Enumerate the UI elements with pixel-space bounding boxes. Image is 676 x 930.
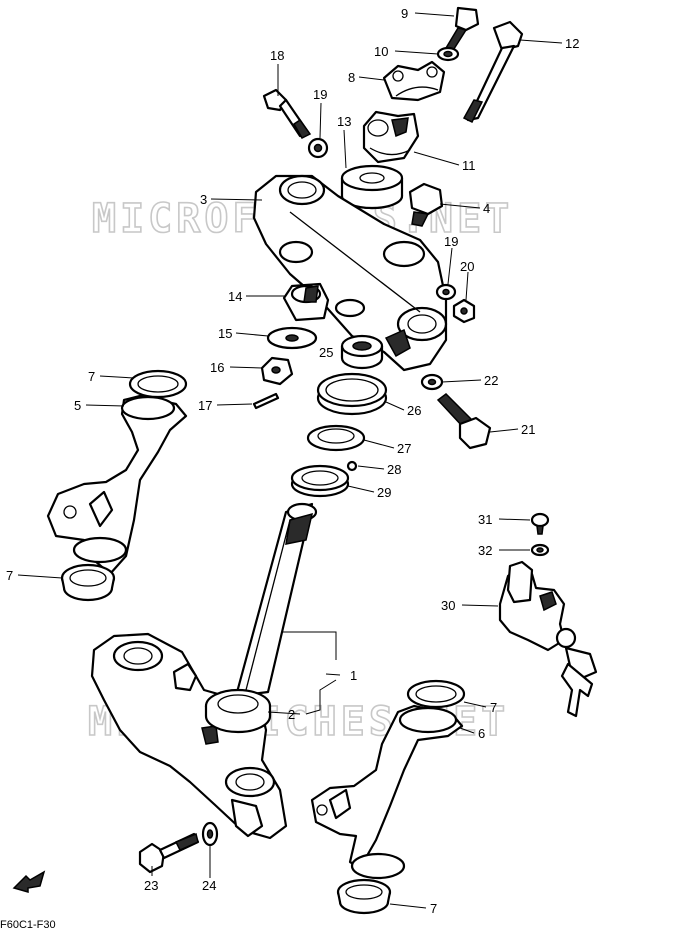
part-23-bolt (138, 832, 200, 874)
callout-28: 28 (387, 462, 401, 477)
part-19-washer-upper (307, 137, 329, 159)
part-12-long-bolt (462, 20, 524, 124)
callout-19-b: 19 (444, 234, 458, 249)
diagram-code: F60C1-F30 (0, 919, 56, 930)
part-7-cushion-upper-right (406, 679, 466, 709)
callout-3: 3 (200, 192, 207, 207)
part-6-right-fork-bracket (310, 704, 464, 880)
callout-1: 1 (350, 668, 357, 683)
part-17-cotter-pin (252, 392, 280, 410)
callout-8: 8 (348, 70, 355, 85)
part-20-nut (452, 298, 476, 324)
callout-7-d: 7 (430, 901, 437, 916)
part-26-dust-seal (316, 372, 388, 416)
callout-19: 19 (313, 87, 327, 102)
callout-14: 14 (228, 289, 242, 304)
callout-labels: 9 10 12 8 18 19 13 11 3 4 19 20 14 15 25… (6, 6, 579, 916)
callout-32: 32 (478, 543, 492, 558)
callout-7-b: 7 (6, 568, 13, 583)
part-28-steel-ball (346, 460, 358, 472)
part-27-bearing-race (306, 424, 366, 452)
callout-12: 12 (565, 36, 579, 51)
callout-21: 21 (521, 422, 535, 437)
callout-11: 11 (462, 158, 476, 173)
callout-6: 6 (478, 726, 485, 741)
part-7-cushion-lower-left (60, 563, 116, 602)
part-2-lower-bearing (204, 688, 272, 734)
callout-27: 27 (397, 441, 411, 456)
part-1-steering-stem-lower-bracket (90, 502, 318, 840)
callout-9: 9 (401, 6, 408, 21)
part-13-stem-nut (340, 164, 404, 210)
callout-26: 26 (407, 403, 421, 418)
callout-16: 16 (210, 360, 224, 375)
callout-2: 2 (288, 707, 295, 722)
part-29-bearing-race (290, 464, 350, 498)
part-18-bolt (262, 88, 312, 139)
part-30-steering-lock (498, 560, 598, 718)
part-14-damper-holder (282, 282, 330, 322)
leader-lines (17, 12, 563, 909)
callout-20: 20 (460, 259, 474, 274)
part-25-steering-nut (340, 334, 384, 370)
callout-31: 31 (478, 512, 492, 527)
callout-7-a: 7 (88, 369, 95, 384)
part-19-washer-lower (435, 283, 457, 301)
callout-22: 22 (484, 373, 498, 388)
callout-7-c: 7 (490, 700, 497, 715)
callout-23: 23 (144, 878, 158, 893)
callout-18: 18 (270, 48, 284, 63)
part-15-washer (266, 326, 318, 350)
part-7-cushion-lower-right (336, 878, 392, 915)
part-8-handlebar-clamp-upper (382, 60, 446, 102)
part-21-bolt (436, 393, 492, 450)
callout-13: 13 (337, 114, 351, 129)
part-4-bolt (408, 182, 444, 227)
callout-25: 25 (319, 345, 333, 360)
callout-17: 17 (198, 398, 212, 413)
callout-10: 10 (374, 44, 388, 59)
part-32-washer (530, 543, 550, 557)
part-22-washer (420, 373, 444, 391)
part-9-bolt (444, 6, 480, 54)
part-5-left-fork-bracket (46, 394, 188, 576)
callout-30: 30 (441, 598, 455, 613)
part-7-cushion-upper-left (128, 369, 188, 399)
front-direction-arrow-icon (12, 870, 46, 893)
part-10-washer (436, 46, 460, 62)
part-11-handlebar-holder (362, 110, 420, 164)
callout-4: 4 (483, 201, 490, 216)
part-16-nut (260, 356, 294, 386)
part-3-upper-bracket (252, 174, 448, 372)
callout-5: 5 (74, 398, 81, 413)
callout-29: 29 (377, 485, 391, 500)
callout-24: 24 (202, 878, 216, 893)
callout-15: 15 (218, 326, 232, 341)
part-24-washer (201, 821, 219, 847)
part-31-screw (530, 512, 550, 535)
